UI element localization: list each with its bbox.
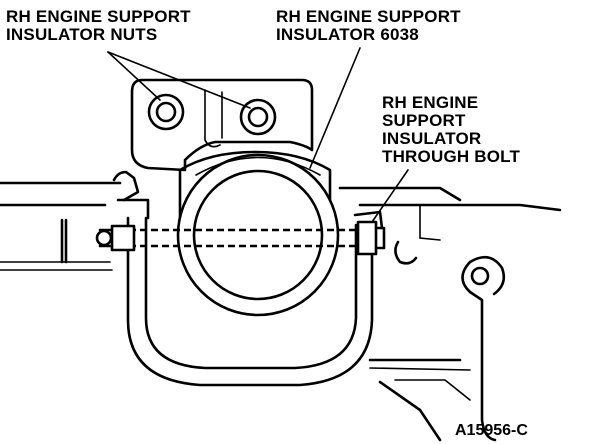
label-line: INSULATOR [382, 129, 482, 148]
label-line: RH ENGINE SUPPORT [6, 7, 191, 26]
label-line: RH ENGINE [382, 93, 479, 112]
label-line: INSULATOR NUTS [6, 25, 158, 44]
through-bolt [95, 170, 386, 256]
right-bracket [394, 240, 506, 442]
label-insulator-nuts: RH ENGINE SUPPORT INSULATOR NUTS [6, 8, 191, 44]
leader-lines [107, 47, 409, 223]
insulator-nut-right [239, 98, 277, 136]
label-line: THROUGH BOLT [382, 147, 521, 166]
label-line: RH ENGINE SUPPORT [276, 7, 461, 26]
label-through-bolt: RH ENGINE SUPPORT INSULATOR THROUGH BOLT [382, 94, 520, 166]
label-engine-support-insulator: RH ENGINE SUPPORT INSULATOR 6038 [276, 8, 461, 44]
label-line: SUPPORT [382, 111, 466, 130]
upper-mount-bracket [130, 78, 314, 172]
figure-id: A15956-C [455, 422, 528, 439]
label-line: INSULATOR 6038 [276, 25, 419, 44]
insulator-nut-left [147, 93, 185, 131]
insulator-body [176, 150, 340, 317]
lower-strap [116, 198, 384, 387]
frame-rails [0, 181, 562, 442]
